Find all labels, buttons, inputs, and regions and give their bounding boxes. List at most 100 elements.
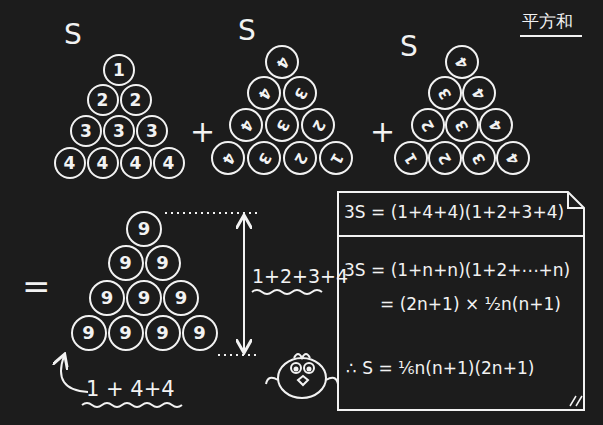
circle-number: 3 [453,117,471,134]
circle-number: 2 [291,150,309,167]
number-circle: 2 [87,84,119,116]
circle-number: 4 [453,54,471,71]
circle-number: 3 [273,117,291,134]
circle-number: 3 [291,85,309,102]
circle-number: 4 [64,155,76,172]
circle-number: 9 [101,289,114,307]
circle-number: 3 [470,150,488,167]
number-circle: 4 [120,147,152,179]
number-circle: 4 [445,45,479,79]
number-circle: 1 [394,141,428,175]
number-circle: 4 [496,141,530,175]
circle-number: 2 [130,92,142,109]
number-circle: 3 [445,108,479,142]
circle-number: 9 [156,254,169,272]
number-circle: 2 [411,108,445,142]
number-circle: 2 [428,141,462,175]
wavy-underline [82,403,182,407]
number-circle: 4 [462,76,496,110]
number-circle: 9 [182,315,218,351]
circle-number: 3 [80,123,92,140]
dotted-guide [165,212,258,214]
number-circle: 4 [265,45,299,79]
circle-number: 9 [82,324,95,342]
circle-number: 4 [163,155,175,172]
circle-number: 9 [138,289,151,307]
number-circle: 9 [108,315,144,351]
formula-line: ∴ S = ⅙n(n+1)(2n+1) [346,358,534,378]
circle-number: 4 [97,155,109,172]
curved-arrow [61,356,88,392]
number-circle: 4 [211,141,245,175]
circle-number: 9 [119,254,132,272]
number-circle: 4 [479,108,513,142]
circle-number: 3 [436,85,454,102]
circle-number: 3 [113,123,125,140]
number-circle: 9 [126,280,162,316]
circle-number: 4 [504,150,522,167]
circle-number: 2 [97,92,109,109]
number-circle: 2 [120,84,152,116]
number-circle: 4 [247,76,281,110]
sum-symbol: S [64,20,82,51]
circle-number: 1 [113,62,125,79]
number-circle: 9 [145,315,181,351]
number-circle: 4 [229,108,263,142]
dotted-guide [218,354,258,356]
wavy-underline [252,290,322,294]
height-arrow [243,217,245,351]
number-circle: 9 [163,280,199,316]
circle-number: 9 [119,324,132,342]
circle-number: 1 [402,150,420,167]
circle-number: 3 [255,150,273,167]
number-circle: 3 [283,76,317,110]
number-circle: 1 [103,54,135,86]
number-circle: 3 [265,108,299,142]
number-circle: 9 [126,211,162,247]
circle-number: 4 [130,155,142,172]
number-circle: 4 [153,147,185,179]
formula-line: 3S = (1+4+4)(1+2+3+4) [344,202,564,222]
height-label: 1+2+3+4 [252,266,348,287]
base-label: 1 + 4+4 [86,378,175,401]
number-circle: 4 [54,147,86,179]
equals-sign: = [22,268,51,305]
number-circle: 3 [103,115,135,147]
number-circle: 4 [87,147,119,179]
formula-note: 3S = (1+4+4)(1+2+3+4) 3S = (1+n+n)(1+2+⋯+… [336,190,586,412]
number-circle: 9 [89,280,125,316]
circle-number: 2 [419,117,437,134]
circle-number: 4 [470,85,488,102]
number-circle: 2 [283,141,317,175]
circle-number: 2 [436,150,454,167]
title-underline [520,35,582,37]
sum-symbol: S [400,32,418,63]
number-circle: 2 [301,108,335,142]
circle-number: 4 [487,117,505,134]
circle-number: 4 [255,85,273,102]
number-circle: 3 [136,115,168,147]
circle-number: 1 [327,150,345,167]
number-circle: 3 [428,76,462,110]
circle-number: 9 [193,324,206,342]
number-circle: 3 [70,115,102,147]
circle-number: 9 [138,220,151,238]
circle-number: 9 [175,289,188,307]
circle-number: 4 [219,150,237,167]
number-circle: 1 [319,141,353,175]
formula-line: = (2n+1) × ½n(n+1) [380,294,561,314]
chick-doodle [266,354,338,398]
plus-sign: + [190,115,215,148]
number-circle: 9 [71,315,107,351]
sum-symbol: S [238,16,256,47]
number-circle: 3 [247,141,281,175]
formula-line: 3S = (1+n+n)(1+2+⋯+n) [344,260,570,280]
number-circle: 9 [145,245,181,281]
circle-number: 4 [273,54,291,71]
circle-number: 4 [237,117,255,134]
number-circle: 3 [462,141,496,175]
title-note: 平方和 [522,12,573,31]
number-circle: 9 [108,245,144,281]
circle-number: 9 [156,324,169,342]
